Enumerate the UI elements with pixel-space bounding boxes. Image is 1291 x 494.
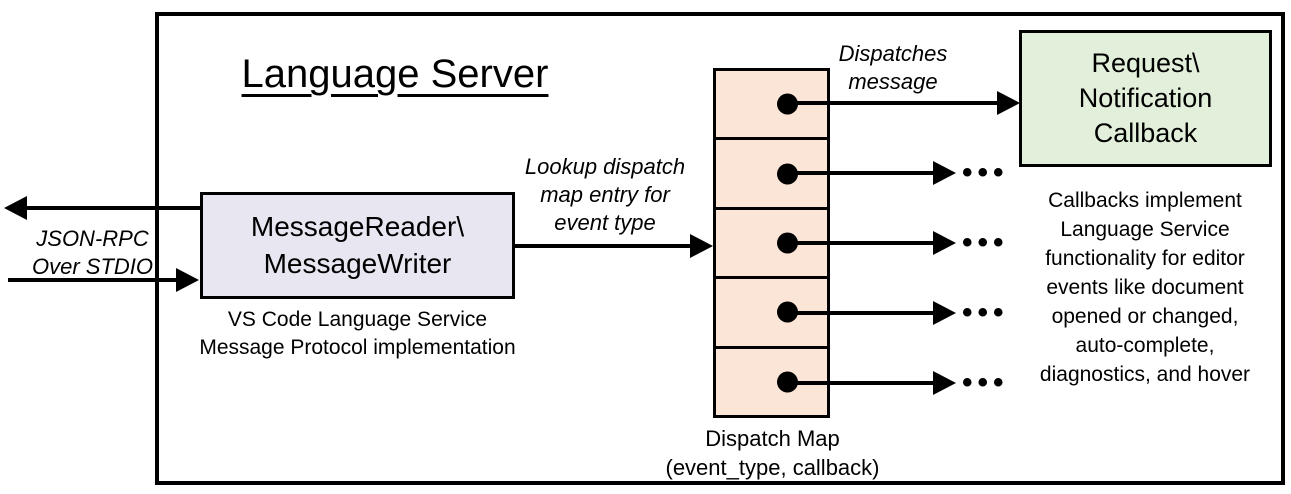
dispatch-arrow-line	[789, 171, 934, 175]
more-callbacks-ellipsis: •••	[962, 296, 1009, 329]
diagram-title: Language Server	[241, 52, 549, 96]
dispatch-map-table	[713, 68, 830, 418]
map-entry-dot-icon	[777, 301, 798, 323]
callbacks-description-note: Callbacks implement Language Service fun…	[1039, 189, 1251, 386]
lookup-arrowhead-icon	[690, 234, 713, 258]
dispatch-arrowhead-icon	[933, 161, 956, 185]
stdio-input-arrowhead-icon	[176, 268, 199, 292]
reader-writer-caption: VS Code Language Service Message Protoco…	[199, 308, 516, 359]
more-callbacks-ellipsis: •••	[962, 156, 1009, 189]
dispatch-arrow-line	[789, 311, 934, 315]
callback-box-label: Request\ Notification Callback	[1078, 47, 1213, 149]
jsonrpc-stdio-label: JSON-RPC Over STDIO	[31, 226, 153, 280]
stdio-output-arrow-line	[24, 206, 200, 210]
map-entry-dot-icon	[777, 93, 798, 115]
dispatch-map-cell	[716, 140, 827, 210]
lookup-arrow-line	[513, 244, 691, 248]
dispatch-arrow-line	[789, 381, 934, 385]
stdio-input-arrow-line	[8, 278, 178, 282]
map-entry-dot-icon	[777, 232, 798, 254]
dispatch-map-caption: Dispatch Map (event_type, callback)	[665, 426, 880, 481]
dispatch-map-cell	[716, 71, 827, 141]
lookup-dispatch-label: Lookup dispatch map entry for event type	[524, 154, 686, 236]
dispatch-arrow-line	[789, 101, 998, 105]
map-entry-dot-icon	[777, 163, 798, 185]
dispatch-arrowhead-icon	[933, 231, 956, 255]
more-callbacks-ellipsis: •••	[962, 366, 1009, 399]
dispatch-arrow-line	[789, 241, 934, 245]
message-reader-writer-box: MessageReader\ MessageWriter	[200, 192, 515, 299]
dispatches-message-label: Dispatches message	[838, 41, 948, 95]
stdio-output-arrowhead-icon	[4, 196, 27, 220]
message-reader-writer-label: MessageReader\ MessageWriter	[250, 210, 465, 279]
more-callbacks-ellipsis: •••	[962, 226, 1009, 259]
dispatch-arrowhead-icon	[997, 91, 1020, 115]
dispatch-arrowhead-icon	[933, 301, 956, 325]
map-entry-dot-icon	[777, 371, 798, 393]
request-notification-callback-box: Request\ Notification Callback	[1019, 30, 1272, 167]
dispatch-arrowhead-icon	[933, 371, 956, 395]
language-server-boundary-box	[155, 12, 1285, 485]
